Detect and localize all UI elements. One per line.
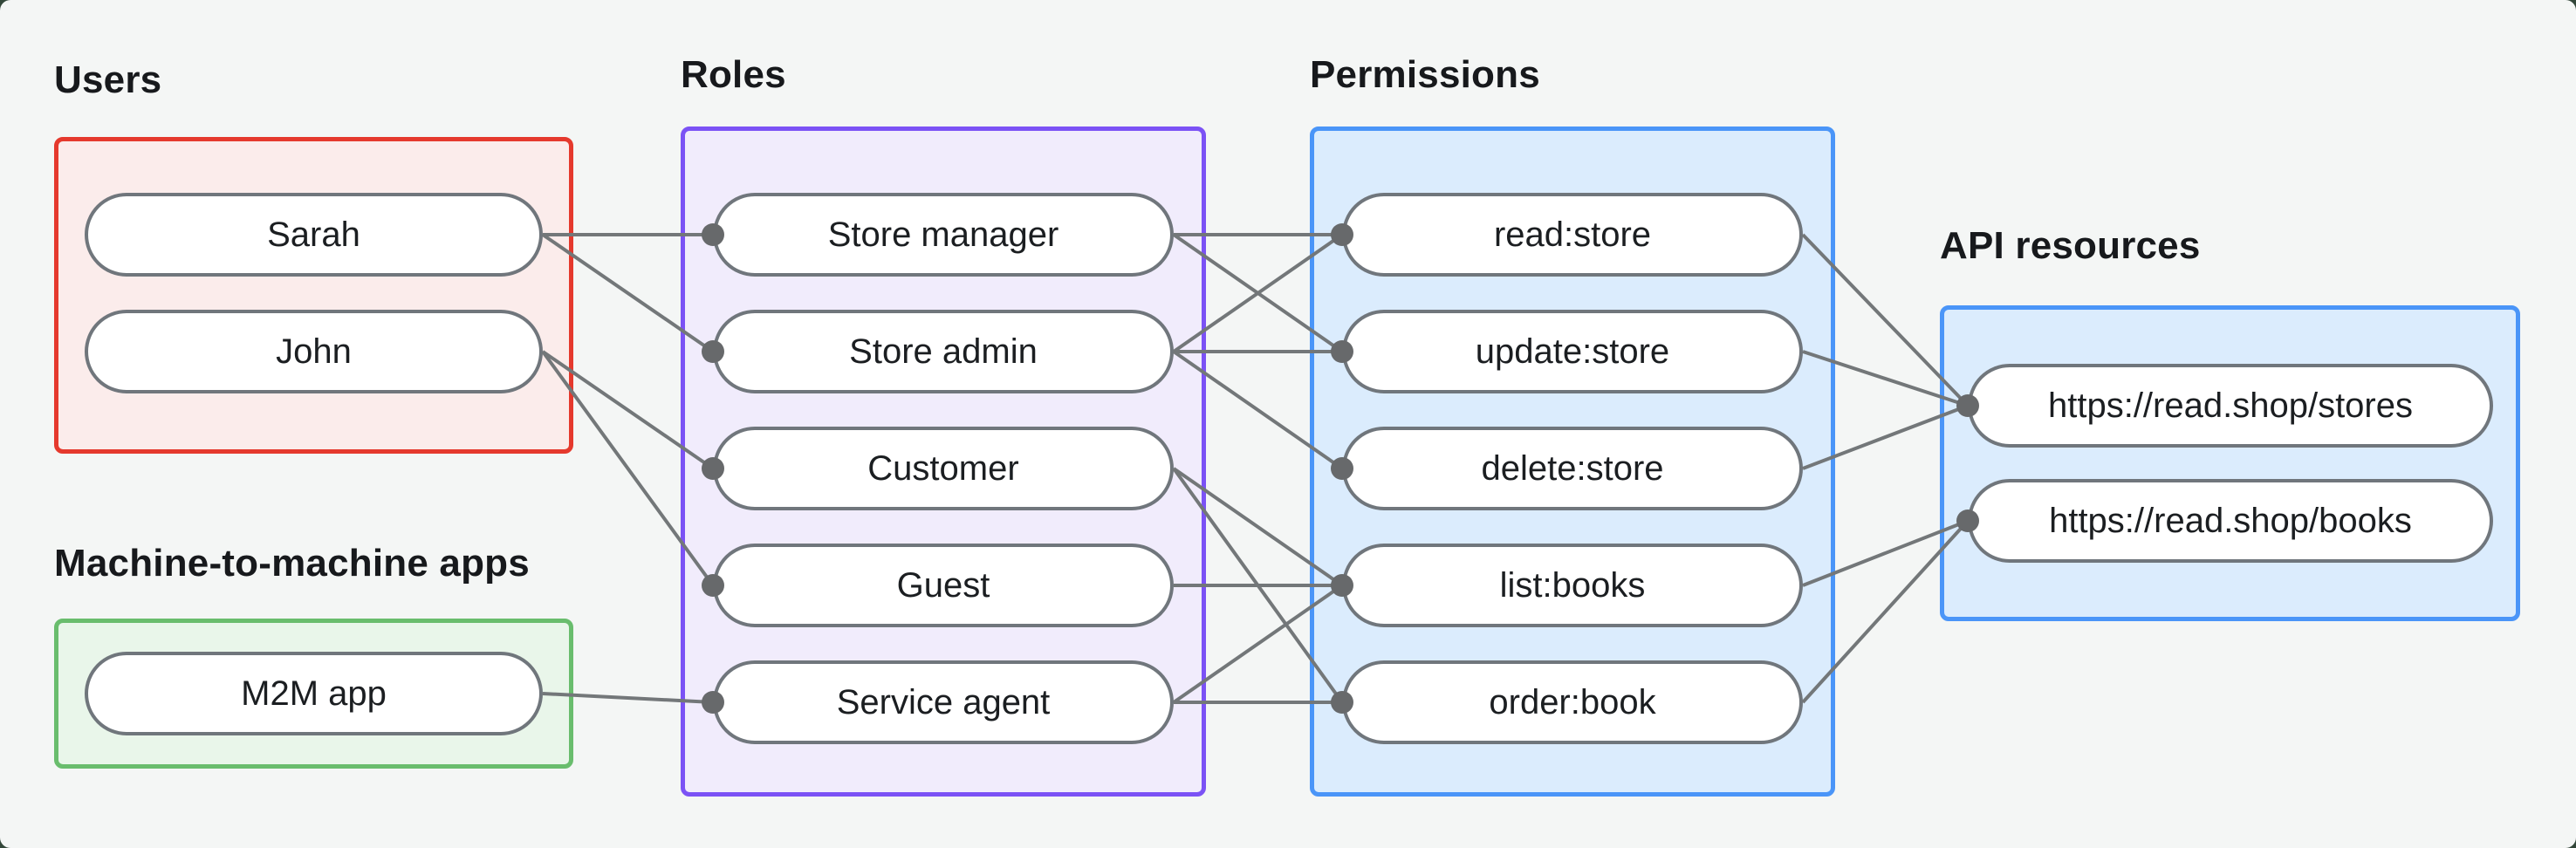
node-pill-store-admin: Store admin <box>713 310 1174 393</box>
node-pill-label: list:books <box>1499 565 1646 605</box>
node-pill-label: read:store <box>1493 215 1652 254</box>
node-pill-label: Store admin <box>849 332 1038 371</box>
node-pill-read-store: read:store <box>1342 193 1803 277</box>
node-pill-label: Service agent <box>836 682 1051 721</box>
node-pill-label: Store manager <box>827 215 1059 254</box>
node-pill-customer: Customer <box>713 427 1174 510</box>
node-pill-label: Customer <box>867 448 1019 488</box>
node-pill-list-books: list:books <box>1342 544 1803 627</box>
node-pill-label: M2M app <box>241 674 387 713</box>
node-pill-label: https://read.shop/books <box>2049 501 2412 540</box>
users-group-box <box>54 137 573 454</box>
api-resources-group-box <box>1940 305 2520 621</box>
node-pill-label: Sarah <box>267 215 360 254</box>
node-pill-books: https://read.shop/books <box>1968 479 2493 563</box>
permissions-group-label: Permissions <box>1310 53 1540 96</box>
node-pill-order-book: order:book <box>1342 660 1803 744</box>
node-pill-label: order:book <box>1489 682 1656 721</box>
roles-group-label: Roles <box>681 53 786 96</box>
api-resources-group-label: API resources <box>1940 224 2201 267</box>
m2m-apps-group-label: Machine-to-machine apps <box>54 542 530 585</box>
node-pill-m2m-app: M2M app <box>85 652 543 735</box>
node-pill-guest: Guest <box>713 544 1174 627</box>
node-pill-label: delete:store <box>1481 448 1664 488</box>
node-pill-label: update:store <box>1475 332 1670 371</box>
node-pill-update-store: update:store <box>1342 310 1803 393</box>
users-group-label: Users <box>54 58 162 101</box>
node-pill-label: John <box>276 332 352 371</box>
node-pill-john: John <box>85 310 543 393</box>
node-pill-stores: https://read.shop/stores <box>1968 364 2493 448</box>
node-pill-store-manager: Store manager <box>713 193 1174 277</box>
node-pill-label: https://read.shop/stores <box>2047 386 2413 425</box>
node-pill-label: Guest <box>896 565 990 605</box>
node-pill-sarah: Sarah <box>85 193 543 277</box>
node-pill-delete-store: delete:store <box>1342 427 1803 510</box>
node-pill-service-agent: Service agent <box>713 660 1174 744</box>
